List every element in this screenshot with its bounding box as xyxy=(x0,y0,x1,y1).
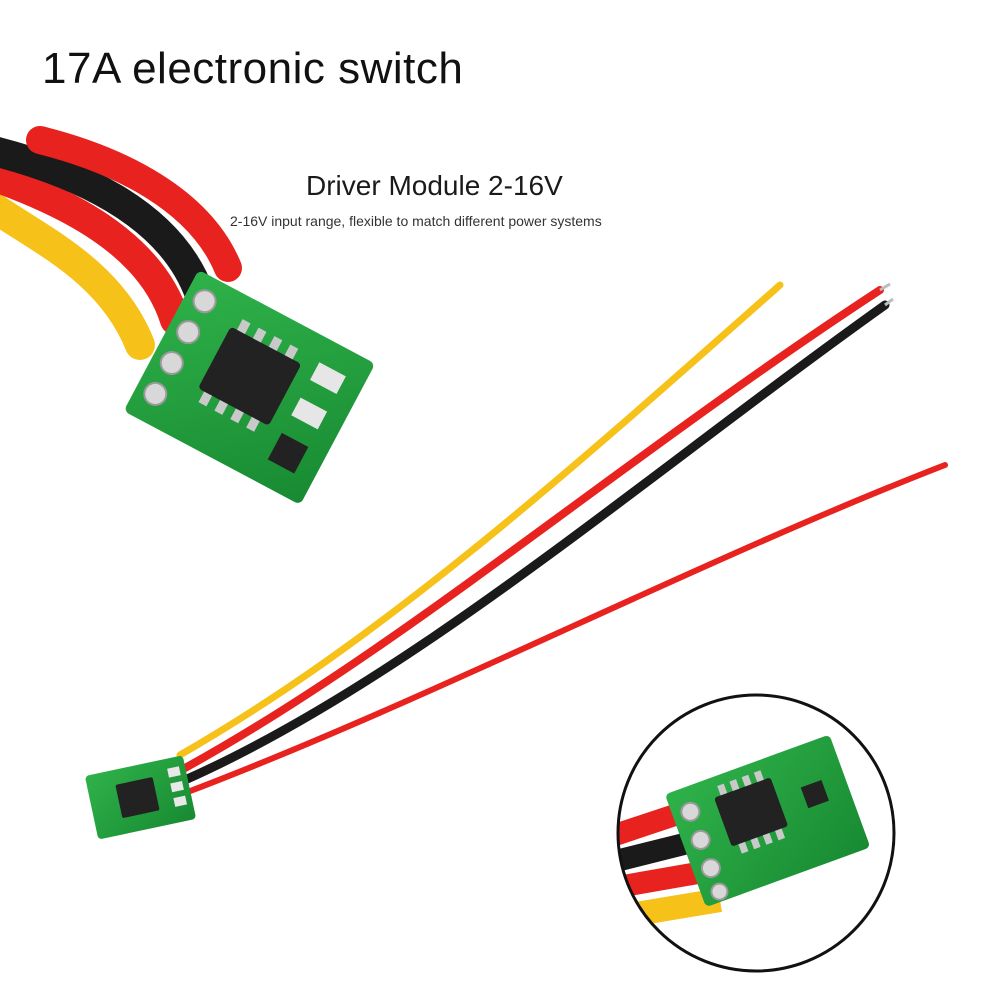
product-subtitle: Driver Module 2-16V xyxy=(306,170,563,201)
chip xyxy=(115,777,160,818)
product-caption: 2-16V input range, flexible to match dif… xyxy=(230,213,602,229)
wire-tips xyxy=(879,282,894,307)
main-module xyxy=(85,756,196,839)
inset-border xyxy=(616,693,896,973)
page-title: 17A electronic switch xyxy=(42,44,464,93)
closeup-pcb xyxy=(125,271,374,503)
chip-pins xyxy=(198,319,299,432)
closeup-wires xyxy=(0,126,242,360)
chip xyxy=(199,327,301,425)
closeup-module xyxy=(0,126,374,503)
solder-pads xyxy=(143,289,217,406)
inset-circle xyxy=(616,693,896,973)
main-wires xyxy=(176,281,948,796)
